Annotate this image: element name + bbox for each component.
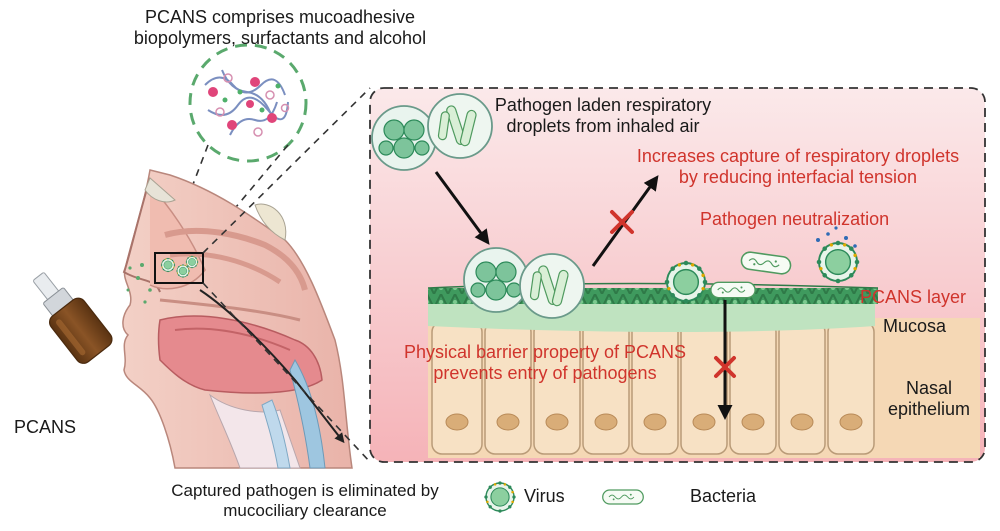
barrier-line-1: Physical barrier property of PCANS	[403, 342, 687, 362]
captured-virus-droplet	[463, 247, 529, 313]
epithelium-line-1: Nasal	[905, 378, 953, 398]
epithelium-caption: Nasal epithelium	[881, 378, 977, 420]
penetration-blocked-cross	[714, 356, 736, 378]
pcans-spray-bottle	[33, 272, 113, 364]
inhaled-virus-droplet	[371, 105, 437, 171]
droplets-line-2: droplets from inhaled air	[506, 116, 700, 137]
spray-label: PCANS	[14, 417, 77, 437]
composition-line-2: biopolymers, surfactants and alcohol	[133, 28, 427, 49]
mucosa-zoom-panel	[369, 87, 986, 463]
composition-caption: PCANS comprises mucoadhesive biopolymers…	[100, 7, 460, 49]
neutralized-virus-2	[815, 239, 861, 285]
barrier-caption: Physical barrier property of PCANS preve…	[380, 342, 710, 384]
clearance-line-2: mucociliary clearance	[223, 501, 387, 521]
neutralized-virus-1	[663, 259, 709, 305]
capture-line-1: Increases capture of respiratory droplet…	[636, 146, 960, 166]
composition-line-1: PCANS comprises mucoadhesive	[144, 7, 416, 27]
capture-caption: Increases capture of respiratory droplet…	[612, 146, 984, 188]
nasal-cavity-illustration	[122, 87, 371, 469]
mucosa-label: Mucosa	[883, 316, 947, 336]
inhaled-bacteria-droplet	[427, 93, 493, 159]
capture-line-2: by reducing interfacial tension	[678, 167, 918, 188]
neutralization-label: Pathogen neutralization	[700, 209, 890, 229]
droplets-line-1: Pathogen laden respiratory	[494, 95, 712, 115]
barrier-line-2: prevents entry of pathogens	[433, 363, 657, 384]
clearance-line-1: Captured pathogen is eliminated by	[171, 481, 439, 500]
legend-virus-label: Virus	[524, 486, 565, 506]
neutralized-bacteria-2	[710, 281, 756, 299]
epithelial-cells	[428, 318, 980, 458]
rebound-blocked-cross	[610, 210, 634, 234]
epithelium-line-2: epithelium	[887, 399, 971, 420]
pcans-composition-cluster	[188, 43, 308, 163]
legend-virus-icon	[483, 480, 517, 514]
pcans-layer-label: PCANS layer	[860, 287, 967, 307]
legend-bacteria-label: Bacteria	[690, 486, 757, 506]
clearance-caption: Captured pathogen is eliminated by mucoc…	[135, 481, 475, 521]
captured-bacteria-droplet	[519, 253, 585, 319]
legend-bacteria-icon	[602, 489, 644, 505]
inhalation-arrow	[434, 171, 490, 245]
droplets-caption: Pathogen laden respiratory droplets from…	[488, 95, 718, 137]
